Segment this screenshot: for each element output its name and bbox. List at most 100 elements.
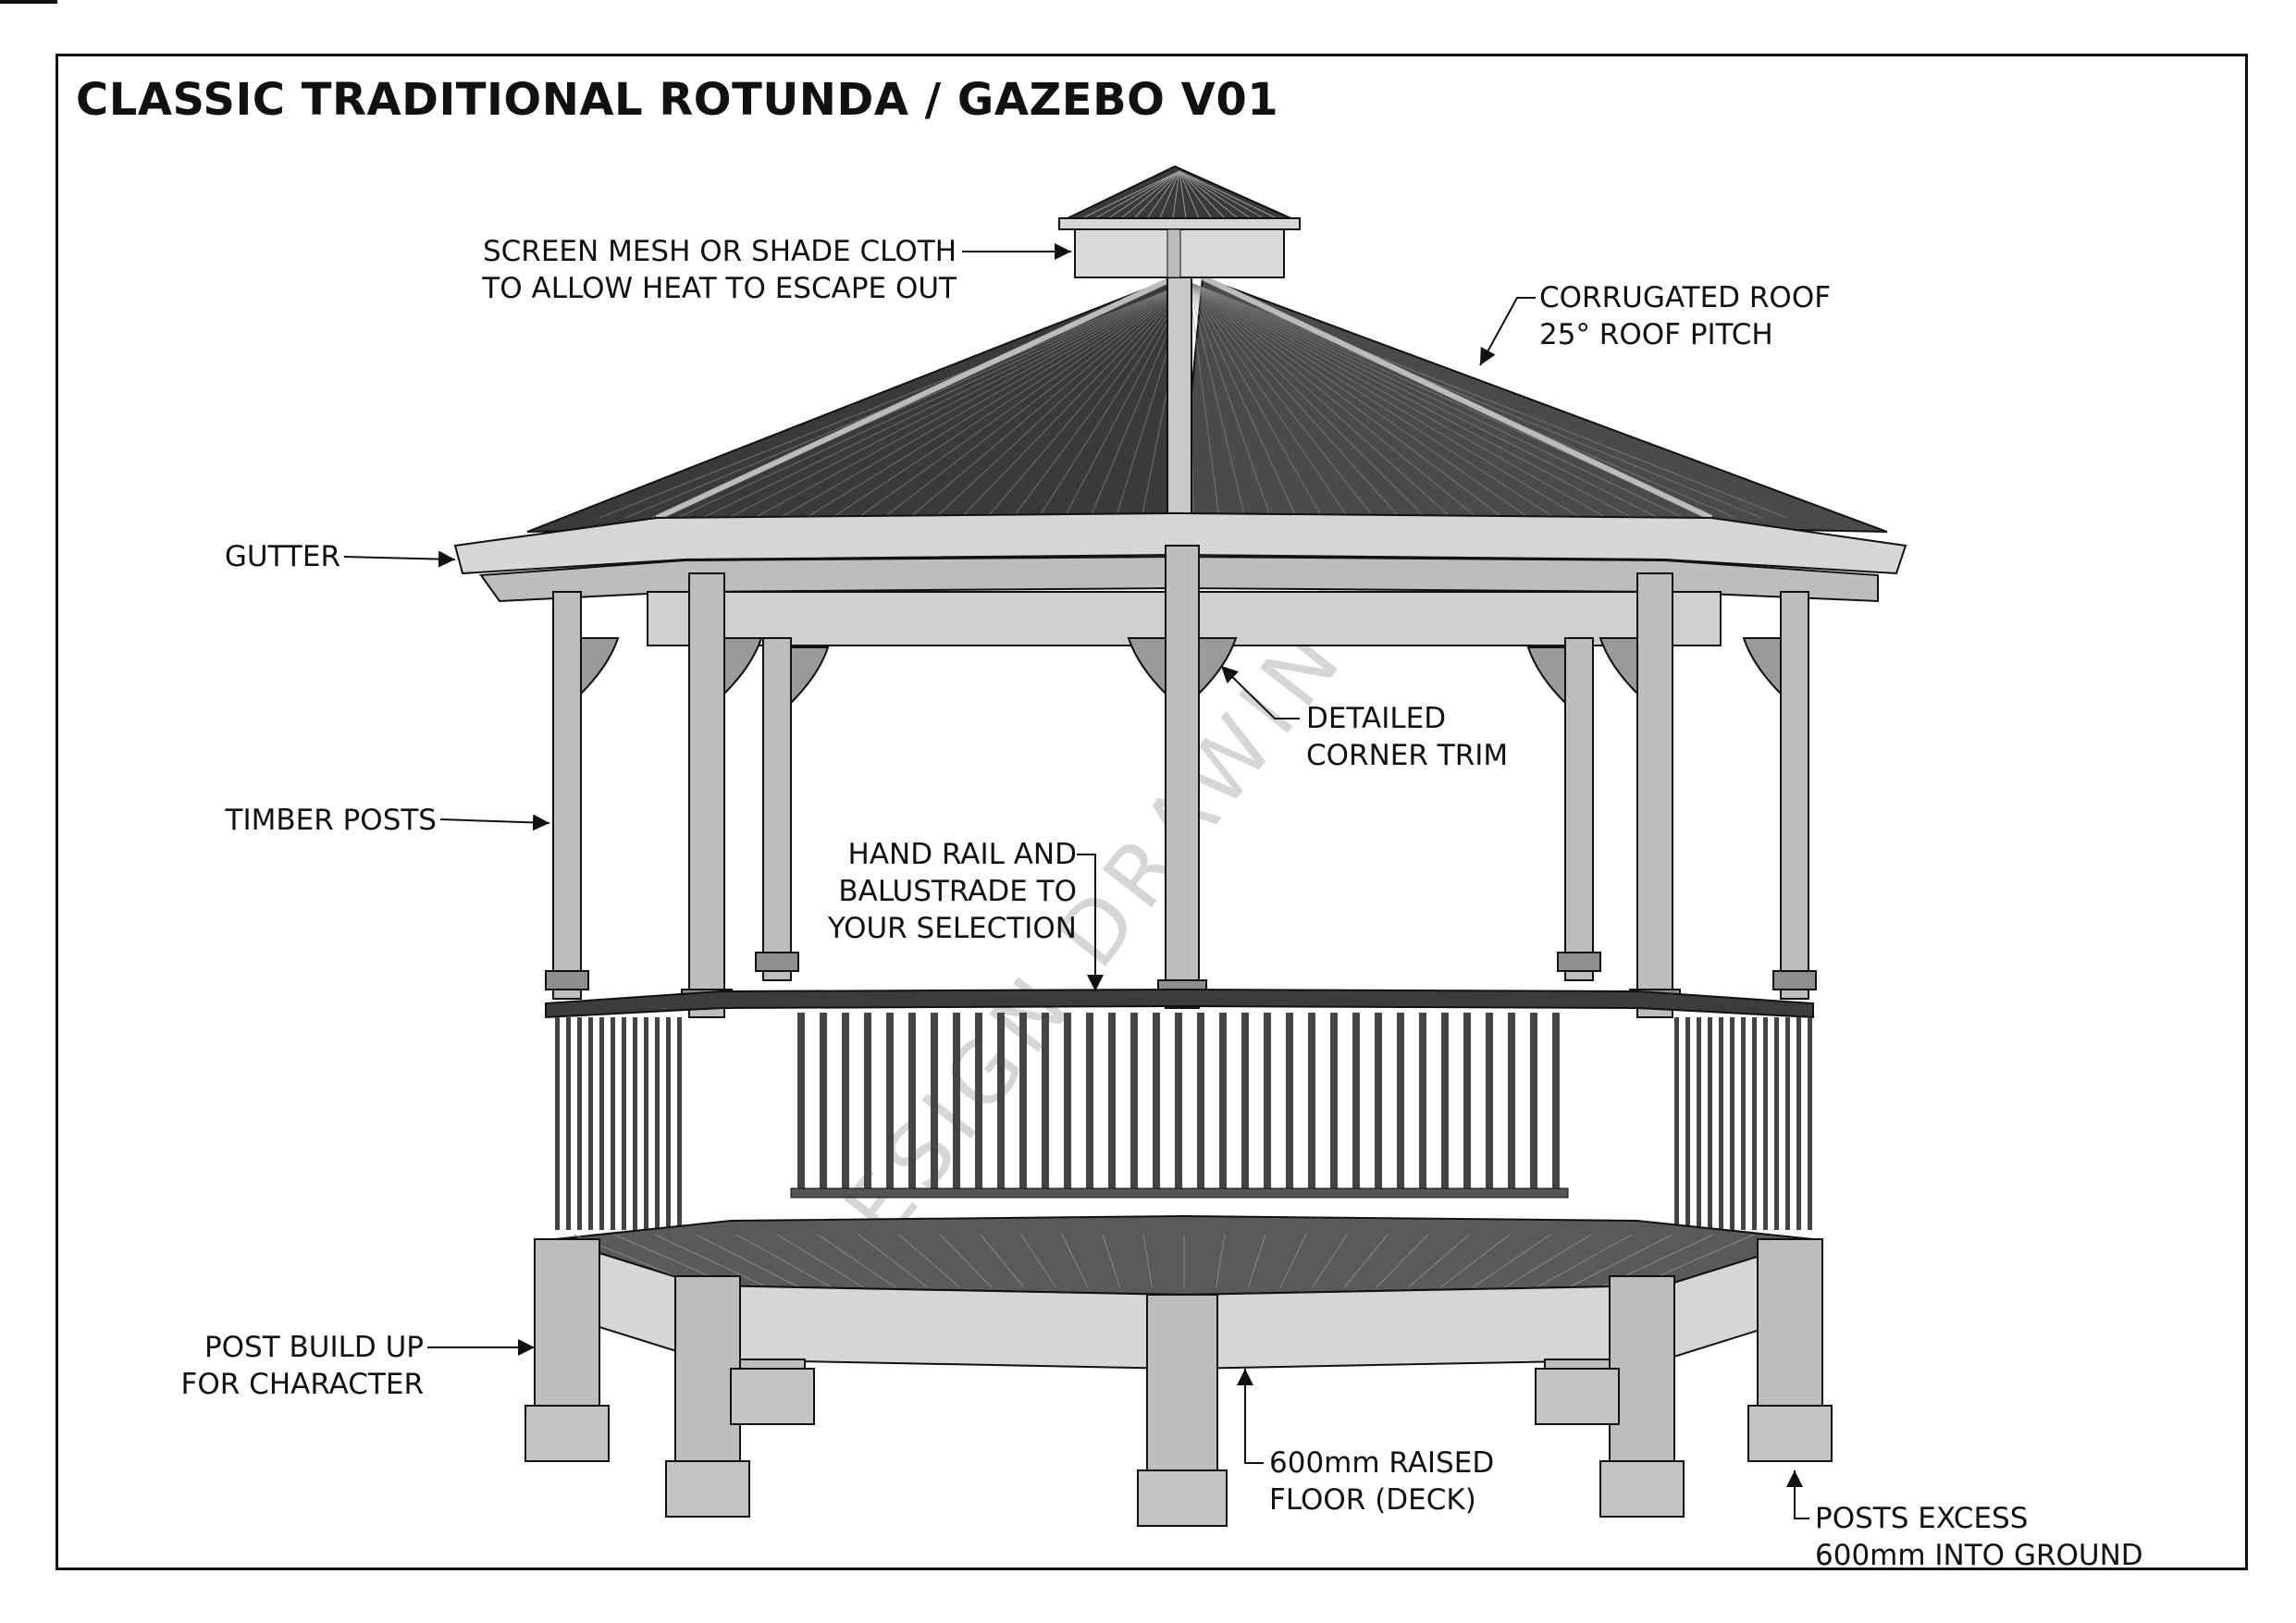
cupola-roof-line — [1179, 170, 1187, 219]
baluster-side — [633, 1017, 637, 1230]
baluster — [797, 1013, 805, 1188]
cupola-roof-line — [1179, 170, 1213, 219]
roof-corrugation-line — [934, 281, 1190, 519]
baluster — [1397, 1013, 1404, 1188]
deck-board-line — [735, 1234, 832, 1288]
label-line: HAND RAIL AND — [847, 838, 1077, 871]
post-left — [688, 572, 725, 1018]
corner-trim-bracket — [790, 646, 830, 706]
baluster — [931, 1013, 938, 1188]
lower-post-right-plinth — [1599, 1460, 1685, 1518]
baluster-side — [1774, 1017, 1779, 1230]
leader-raised-floor — [1237, 1369, 1264, 1464]
baluster — [1153, 1013, 1160, 1188]
baluster-side — [1741, 1017, 1746, 1230]
label-hand-rail: HAND RAIL AND BALUSTRADE TO YOUR SELECTI… — [828, 836, 1077, 947]
corner-trim-bracket — [580, 637, 620, 696]
baluster-side — [599, 1017, 604, 1230]
cupola-post — [1167, 228, 1181, 278]
roof-corrugation-line — [599, 281, 1190, 519]
corner-trim-bracket — [1742, 637, 1782, 696]
roof-corrugation-line — [1188, 281, 1452, 519]
baluster — [842, 1013, 849, 1188]
baluster — [820, 1013, 827, 1188]
baluster — [1330, 1013, 1338, 1188]
cupola-roof-line — [1159, 170, 1180, 219]
drawing-title: CLASSIC TRADITIONAL ROTUNDA / GAZEBO V01 — [76, 74, 1279, 126]
roof-corrugation-line — [1188, 281, 1685, 519]
baluster-side — [1730, 1017, 1734, 1230]
label-line: 25° ROOF PITCH — [1539, 318, 1773, 351]
baluster — [1086, 1013, 1093, 1188]
baluster — [953, 1013, 960, 1188]
corner-trim-bracket — [723, 637, 763, 696]
roof-corrugation-line — [1188, 281, 1633, 519]
roof-corrugation-line — [1188, 281, 1349, 519]
baluster-side — [1708, 1017, 1712, 1230]
baluster-side — [677, 1017, 682, 1230]
baluster — [1308, 1013, 1315, 1188]
deck-board-line — [817, 1234, 896, 1288]
label-detailed-trim: DETAILED CORNER TRIM — [1306, 700, 1508, 774]
cupola-roof-line — [1107, 170, 1180, 219]
baluster — [1508, 1013, 1515, 1188]
baluster-side — [644, 1017, 648, 1230]
label-raised-floor: 600mm RAISED FLOOR (DECK) — [1269, 1445, 1494, 1518]
cupola-roof-line — [1179, 170, 1226, 219]
roof-corrugation-line — [1188, 281, 1220, 519]
cupola-roof-line — [1179, 170, 1239, 219]
baluster-side — [1796, 1017, 1801, 1230]
roof-corrugation-line — [831, 281, 1190, 519]
post-inner-right-cap — [1557, 952, 1601, 972]
baluster-side — [1785, 1017, 1790, 1230]
roof-hip-left — [655, 275, 1177, 521]
baluster — [1175, 1013, 1182, 1188]
baluster — [1241, 1013, 1249, 1188]
baluster-side — [588, 1017, 593, 1230]
baluster-side — [555, 1017, 560, 1230]
baluster — [1219, 1013, 1227, 1188]
post-inner-left — [762, 637, 792, 981]
post-inner-right — [1564, 637, 1594, 981]
deck-board-line — [1376, 1234, 1429, 1288]
roof-corrugation-line — [1188, 281, 1788, 519]
deck-board-line — [1568, 1234, 1673, 1288]
deck-board-line — [1020, 1234, 1056, 1288]
roof-corrugation-line — [1188, 281, 1324, 519]
roof-corrugation-line — [857, 281, 1190, 519]
baluster — [997, 1013, 1005, 1188]
roof-corrugation-line — [1188, 281, 1272, 519]
label-line: POST BUILD UP — [204, 1331, 424, 1364]
deck-board-line — [1142, 1234, 1153, 1288]
deck-board-line — [939, 1234, 993, 1288]
baluster — [864, 1013, 871, 1188]
baluster-side — [1763, 1017, 1768, 1230]
baluster-side — [1808, 1017, 1812, 1230]
label-line: TO ALLOW HEAT TO ESCAPE OUT — [482, 272, 957, 305]
lower-post-far-left-plinth — [525, 1405, 610, 1462]
baluster-side — [577, 1017, 582, 1230]
roof-corrugation-line — [676, 281, 1190, 519]
baluster — [1552, 1013, 1560, 1188]
roof-corrugation-line — [1188, 281, 1401, 519]
deck-board-line — [980, 1234, 1025, 1288]
leader-timber-posts — [439, 814, 550, 831]
deck-board-line — [1537, 1234, 1633, 1288]
cupola-roof-line — [1094, 170, 1180, 219]
label-line: BALUSTRADE TO — [838, 875, 1077, 908]
baluster — [1441, 1013, 1449, 1188]
post-right — [1636, 572, 1673, 1018]
label-screen-mesh: SCREEN MESH OR SHADE CLOTH TO ALLOW HEAT… — [482, 233, 957, 307]
label-line: DETAILED — [1306, 702, 1447, 735]
drawing-frame — [56, 54, 2248, 1570]
hand-rail — [545, 988, 1814, 1019]
post-far-right-cap — [1772, 970, 1817, 990]
roof-corrugation-line — [1188, 281, 1659, 519]
deck-board-line — [1102, 1234, 1121, 1288]
roof-corrugation-line — [1188, 281, 1478, 519]
baluster — [1108, 1013, 1116, 1188]
deck-board-line — [1504, 1234, 1592, 1288]
post-far-left-cap — [545, 970, 589, 990]
deck-board-line — [1279, 1234, 1307, 1288]
baluster — [1042, 1013, 1049, 1188]
